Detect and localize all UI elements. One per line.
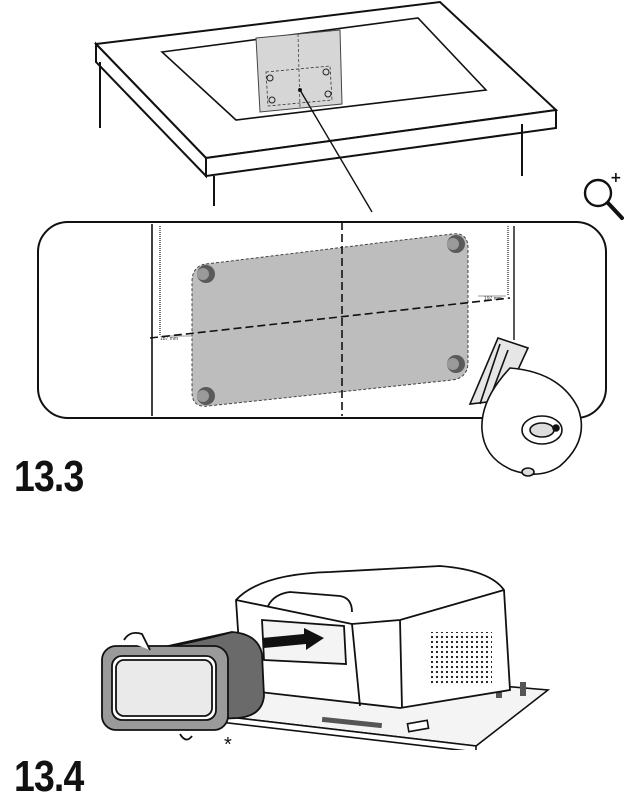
- illustration-13-3: + 187 mm 197 mm: [37, 0, 624, 477]
- insert-arrow: [262, 628, 324, 650]
- vent-grid: [428, 632, 492, 684]
- step-number-13-4: 13.4: [14, 752, 84, 801]
- measurement-horizontal: 197 mm: [484, 296, 502, 302]
- cooker-unit: [235, 565, 511, 709]
- mounting-plate-small: [255, 29, 343, 113]
- svg-text:+: +: [610, 170, 622, 186]
- detail-panel: 187 mm 197 mm: [37, 221, 607, 419]
- detail-pointer-line: [299, 89, 373, 213]
- duct-adapter: [101, 631, 265, 741]
- measurement-vertical: 187 mm: [160, 336, 178, 342]
- callout-asterisk: *: [224, 734, 232, 756]
- step-number-13-3: 13.3: [14, 452, 84, 501]
- jigsaw-tool: [468, 337, 583, 477]
- magnifier-plus-icon: +: [583, 170, 624, 220]
- illustration-13-4: [101, 565, 551, 750]
